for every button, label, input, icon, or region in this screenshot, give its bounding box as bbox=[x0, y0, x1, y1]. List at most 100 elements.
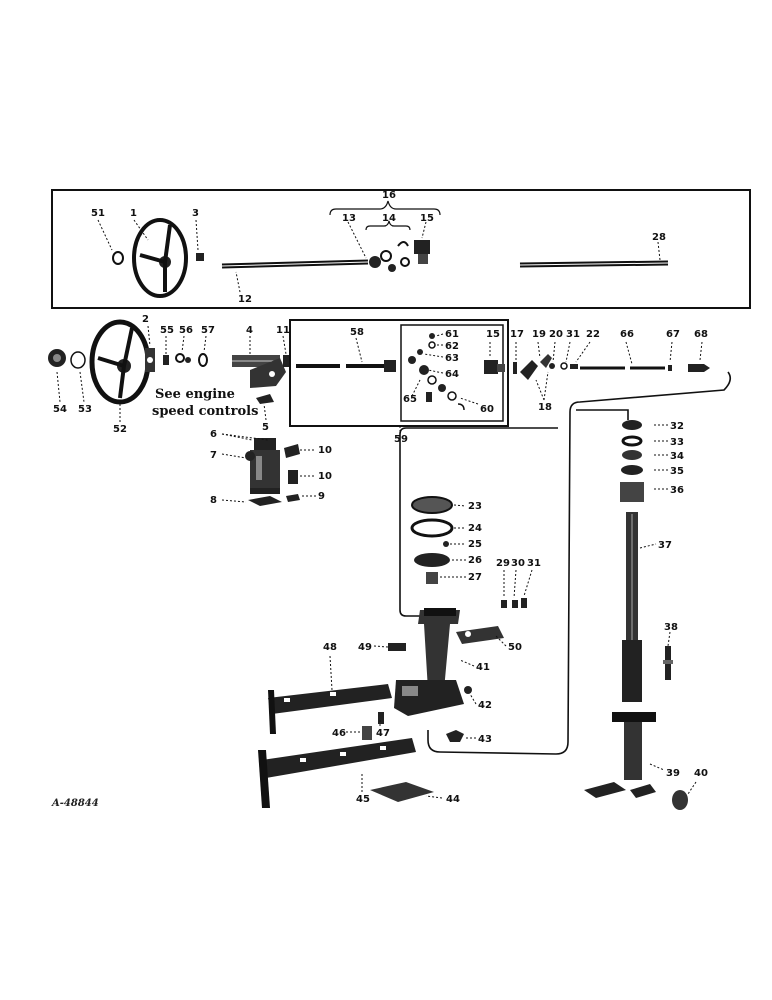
callout-10-b: 10 bbox=[318, 471, 332, 482]
gasket-5 bbox=[256, 394, 274, 404]
callout-11: 11 bbox=[276, 325, 290, 336]
callout-38: 38 bbox=[664, 622, 678, 633]
callout-40: 40 bbox=[694, 768, 708, 779]
callout-32: 32 bbox=[670, 421, 684, 432]
group-59-frame bbox=[289, 319, 509, 427]
callout-58: 58 bbox=[350, 327, 364, 338]
callout-18: 18 bbox=[538, 402, 552, 413]
washer-35 bbox=[621, 465, 643, 475]
callout-63: 63 bbox=[445, 353, 459, 364]
note-engine-speed-line2: speed controls bbox=[152, 404, 258, 419]
callout-42-a: 42 bbox=[478, 700, 492, 711]
callout-35: 35 bbox=[670, 466, 684, 477]
seal-23 bbox=[411, 496, 453, 514]
part-25 bbox=[443, 541, 449, 547]
bushing-36 bbox=[620, 482, 644, 502]
callout-16: 16 bbox=[382, 190, 396, 201]
plate-8 bbox=[248, 496, 282, 506]
callout-4: 4 bbox=[246, 325, 253, 336]
callout-20: 20 bbox=[549, 329, 563, 340]
callout-25: 25 bbox=[468, 539, 482, 550]
callout-15-top: 15 bbox=[420, 213, 434, 224]
callout-57: 57 bbox=[201, 325, 215, 336]
callout-labels: 51 1 3 16 13 14 15 28 12 2 55 56 57 4 11… bbox=[53, 190, 708, 805]
coupling-68 bbox=[688, 364, 710, 372]
universal-joint-14 bbox=[369, 241, 410, 272]
yoke-15-mid bbox=[484, 360, 505, 374]
plate-10a bbox=[284, 444, 300, 458]
bracket-14 bbox=[365, 220, 411, 231]
callout-60: 60 bbox=[480, 404, 494, 415]
callout-28: 28 bbox=[652, 232, 666, 243]
callout-61: 61 bbox=[445, 329, 459, 340]
callout-2: 2 bbox=[142, 314, 149, 325]
callout-56: 56 bbox=[179, 325, 193, 336]
washer-33 bbox=[621, 435, 643, 447]
callout-49: 49 bbox=[358, 642, 372, 653]
part-46 bbox=[362, 726, 372, 740]
wheel-nut-51 bbox=[112, 251, 124, 265]
part-11 bbox=[283, 355, 291, 367]
callout-3: 3 bbox=[192, 208, 199, 219]
frame-rail-48 bbox=[268, 684, 392, 734]
callout-66: 66 bbox=[620, 329, 634, 340]
callout-7: 7 bbox=[210, 450, 217, 461]
part-22 bbox=[570, 364, 578, 369]
callout-31-b: 31 bbox=[527, 558, 541, 569]
callout-23: 23 bbox=[468, 501, 482, 512]
shaft-28 bbox=[519, 260, 669, 268]
group-60-frame bbox=[400, 324, 504, 422]
callout-62: 62 bbox=[445, 341, 459, 352]
ring-24 bbox=[410, 518, 454, 538]
callout-42-b: 31 bbox=[566, 329, 580, 340]
drawing-code: A-48844 bbox=[51, 798, 99, 809]
callout-34: 34 bbox=[670, 451, 684, 462]
part-55 bbox=[163, 355, 169, 365]
callout-67: 67 bbox=[666, 329, 680, 340]
callout-29: 29 bbox=[496, 558, 510, 569]
bracket-18 bbox=[520, 354, 552, 380]
parts-29-30-31 bbox=[501, 598, 527, 608]
callout-59: 59 bbox=[394, 434, 408, 445]
callout-39: 39 bbox=[666, 768, 680, 779]
part-57 bbox=[198, 353, 208, 367]
joint-parts-60 bbox=[408, 333, 465, 411]
callout-55: 55 bbox=[160, 325, 174, 336]
top-assembly-frame bbox=[51, 189, 751, 309]
bolt-49 bbox=[388, 643, 406, 651]
bolt-38 bbox=[663, 646, 673, 680]
callout-22: 22 bbox=[586, 329, 600, 340]
callout-6: 6 bbox=[210, 429, 217, 440]
part-47 bbox=[378, 712, 384, 724]
callout-33: 33 bbox=[670, 437, 684, 448]
callout-46: 46 bbox=[332, 728, 346, 739]
cap-40 bbox=[672, 790, 688, 810]
part-20 bbox=[549, 363, 555, 369]
callout-65: 65 bbox=[403, 394, 417, 405]
bearing-26 bbox=[414, 553, 450, 567]
part-56 bbox=[175, 353, 191, 363]
callout-15-mid: 15 bbox=[486, 329, 500, 340]
part-27 bbox=[426, 572, 438, 584]
callout-44: 44 bbox=[446, 794, 460, 805]
steering-wheel-52 bbox=[89, 319, 151, 405]
callout-47: 47 bbox=[376, 728, 390, 739]
cap-50 bbox=[456, 626, 504, 644]
callout-30: 30 bbox=[511, 558, 525, 569]
callout-5: 5 bbox=[262, 422, 269, 433]
gear-box-housing bbox=[245, 438, 280, 494]
callout-43: 43 bbox=[478, 734, 492, 745]
callout-14: 14 bbox=[382, 213, 396, 224]
callout-52: 52 bbox=[113, 424, 127, 435]
pin-17 bbox=[513, 362, 517, 374]
callout-48: 48 bbox=[323, 642, 337, 653]
yoke-15-top bbox=[414, 240, 430, 264]
callout-54: 54 bbox=[53, 404, 67, 415]
callout-13: 13 bbox=[342, 213, 356, 224]
steering-wheel-top bbox=[132, 218, 188, 298]
part-42-top bbox=[464, 686, 472, 694]
washer-34 bbox=[622, 450, 642, 460]
bracket-44 bbox=[370, 782, 434, 802]
callout-45: 45 bbox=[356, 794, 370, 805]
